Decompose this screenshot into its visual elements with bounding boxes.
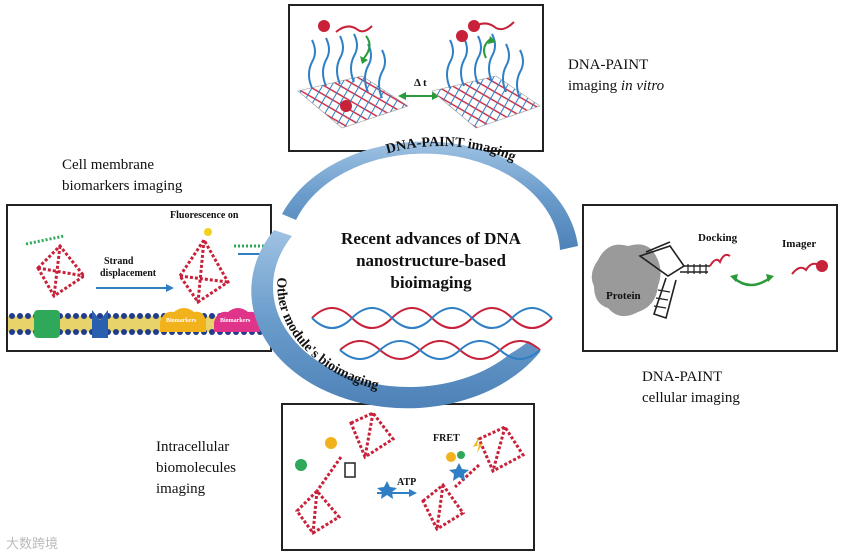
dna-origami-tile-left: [297, 75, 409, 129]
atp-label: ATP: [397, 477, 417, 488]
imager-dye-dot: [816, 260, 828, 272]
top-panel: Δ t: [288, 4, 544, 152]
bottom-panel: FRET ATP: [281, 403, 535, 551]
tetrahedron-right: [178, 237, 230, 305]
top-caption-line2-italic: in vitro: [620, 78, 665, 94]
docking-label: Docking: [698, 232, 738, 244]
imager-strand: [791, 262, 821, 275]
left-panel: Fluorescence on Strand displacement Biom…: [6, 204, 272, 352]
fret-burst-icon: [473, 437, 483, 453]
delta-t-label: Δ t: [414, 77, 427, 89]
top-caption-line2: imaging in vitro: [568, 76, 664, 97]
protein-label: Protein: [606, 290, 641, 302]
bottom-caption-line1: Intracellular: [156, 439, 230, 455]
fluorophore-star-icon: [204, 228, 212, 236]
left-caption-line2: biomarkers imaging: [62, 178, 183, 194]
green-dye-dot: [295, 459, 307, 471]
fluorescence-label: Fluorescence on: [170, 210, 239, 221]
biomarker-label-1: Biomarkers: [166, 318, 197, 324]
biomarker-label-2: Biomarkers: [220, 318, 251, 324]
green-receptor: [34, 310, 60, 338]
blue-receptor: [92, 310, 108, 338]
top-caption-line1: DNA-PAINT: [568, 57, 649, 73]
biomarker-pink: [214, 308, 260, 332]
bottom-caption: Intracellular biomolecules imaging: [156, 437, 236, 500]
ring-bottom-label: Other module's bioimaging: [273, 277, 380, 393]
imager-dot: [318, 20, 330, 32]
right-caption: DNA-PAINT cellular imaging: [642, 367, 740, 409]
center-title: Recent advances of DNA nanostructure-bas…: [300, 228, 562, 294]
exchange-arrow: [733, 276, 771, 287]
bottom-caption-line3: imaging: [156, 481, 206, 497]
left-caption: Cell membrane biomarkers imaging: [62, 155, 182, 197]
bound-atp-star-icon: [449, 463, 469, 481]
tetrahedron-top-left: [349, 411, 396, 460]
imager-label: Imager: [782, 238, 817, 250]
tetrahedron-right: [477, 425, 526, 474]
dna-origami-tile-right: [431, 75, 541, 129]
docking-strand: [709, 253, 731, 267]
top-caption-line2-prefix: imaging: [568, 78, 621, 94]
tetrahedron-bottom-right: [421, 482, 466, 532]
atp-star-icon: [377, 481, 397, 499]
right-panel: Docking Imager Protein: [582, 204, 838, 352]
imager-dot-bound: [340, 100, 352, 112]
bottom-caption-line2: biomolecules: [156, 460, 236, 476]
svg-text:Other module's bioimaging: Other module's bioimaging: [273, 277, 380, 393]
center-title-line1: Recent advances of DNA: [341, 229, 521, 248]
right-caption-line2: cellular imaging: [642, 390, 740, 406]
top-panel-illustration: Δ t: [297, 20, 541, 129]
watermark: 大数跨境: [6, 537, 59, 552]
strand-label-2: displacement: [100, 268, 157, 279]
top-caption: DNA-PAINT imaging in vitro: [568, 55, 664, 97]
left-caption-line1: Cell membrane: [62, 157, 155, 173]
left-panel-illustration: [8, 228, 270, 338]
fret-label: FRET: [433, 433, 460, 444]
center-title-line3: bioimaging: [390, 273, 472, 292]
center-title-line2: nanostructure-based: [356, 251, 506, 270]
double-helix-icon: [311, 307, 553, 360]
tetrahedron-bottom-left: [295, 488, 342, 536]
biomarker-orange: [160, 308, 206, 332]
strand-label-1: Strand: [104, 256, 134, 267]
yellow-dye-dot: [325, 437, 337, 449]
tetrahedron-left: [36, 243, 87, 299]
right-panel-illustration: [591, 241, 828, 320]
protein-blob: [591, 244, 661, 317]
right-caption-line1: DNA-PAINT: [642, 369, 723, 385]
bottom-panel-illustration: [295, 411, 526, 536]
